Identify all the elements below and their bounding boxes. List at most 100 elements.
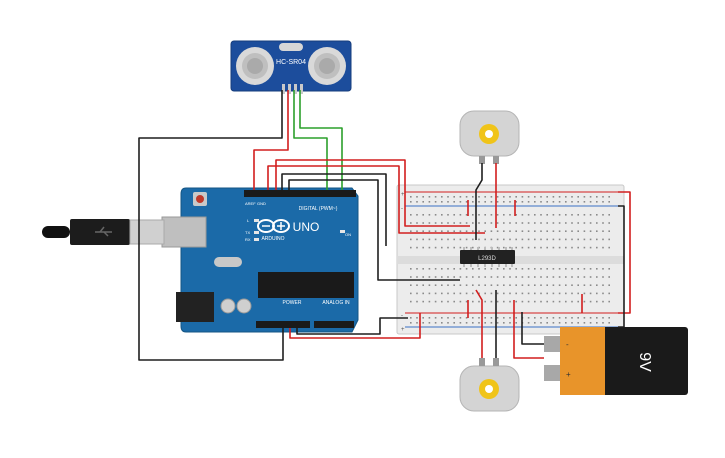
breadboard-hole [534, 222, 536, 224]
breadboard-hole [478, 268, 480, 270]
breadboard-hole [509, 300, 511, 303]
breadboard-hole [577, 238, 579, 241]
breadboard-hole [558, 222, 561, 224]
breadboard-hole [546, 196, 548, 198]
breadboard-hole [527, 276, 530, 278]
breadboard-hole [459, 222, 462, 224]
breadboard-hole [527, 284, 530, 286]
breadboard-hole [577, 230, 579, 232]
wire-trig-green[interactable] [293, 90, 328, 190]
breadboard-hole [602, 230, 604, 232]
breadboard-hole [496, 292, 499, 295]
breadboard-hole [465, 276, 468, 278]
breadboard-hole [410, 268, 412, 270]
breadboard-hole [552, 238, 555, 241]
power-header[interactable] [256, 321, 310, 328]
breadboard-plus-label: + [401, 192, 405, 198]
breadboard-hole [410, 238, 412, 241]
dc-motor-bottom[interactable] [459, 358, 520, 412]
breadboard-hole [571, 214, 573, 216]
usb-cable[interactable] [42, 219, 165, 245]
wire-d-black-2[interactable] [288, 179, 460, 281]
breadboard-hole [416, 201, 418, 203]
wire-battery-red[interactable] [513, 300, 544, 359]
breadboard-hole [465, 238, 468, 241]
breadboard-hole [490, 201, 493, 203]
wire-5v-red[interactable] [289, 313, 421, 339]
breadboard-hole [453, 317, 455, 319]
breadboard-hole [459, 322, 462, 324]
capacitor [220, 298, 236, 314]
breadboard-hole [428, 238, 431, 241]
breadboard-hole [453, 292, 455, 295]
wire-d-black-1[interactable] [281, 173, 387, 246]
wire-vcc-red[interactable] [253, 90, 289, 190]
breadboard-hole [484, 238, 486, 241]
breadboard-hole [496, 268, 499, 270]
wire-rail-black-right[interactable] [618, 205, 625, 328]
breadboard-hole [534, 230, 536, 232]
wire-motor-top-black[interactable] [475, 163, 483, 240]
breadboard-hole [571, 292, 573, 295]
breadboard-hole [608, 238, 610, 241]
breadboard-hole [540, 222, 542, 224]
breadboard-hole [490, 292, 493, 295]
wire-gnd-black[interactable] [138, 90, 284, 361]
breadboard-hole [596, 230, 598, 232]
breadboard-hole [422, 230, 424, 232]
breadboard-hole [565, 300, 567, 303]
dc-motor-top[interactable] [459, 110, 520, 164]
breadboard-hole [441, 238, 443, 241]
breadboard-hole [527, 246, 530, 249]
breadboard-hole [602, 268, 604, 270]
wire-d-red-2[interactable] [275, 159, 470, 227]
breadboard-hole [515, 322, 517, 324]
wire-echo-green[interactable] [299, 90, 343, 190]
breadboard-hole [509, 238, 511, 241]
breadboard-hole [459, 300, 462, 303]
wire-battery-black[interactable] [521, 312, 544, 345]
breadboard-hole [434, 238, 437, 241]
breadboard-hole [484, 222, 486, 224]
battery-9v[interactable]: - + 9V [544, 327, 688, 395]
breadboard-hole [434, 284, 437, 286]
breadboard-hole [571, 201, 573, 203]
analog-header[interactable] [314, 321, 354, 328]
breadboard-hole [571, 246, 573, 249]
wire-gnd-black-2[interactable] [296, 317, 408, 335]
breadboard-hole [447, 284, 449, 286]
digital-header[interactable] [244, 190, 356, 197]
breadboard-hole [521, 276, 524, 278]
breadboard-hole [589, 300, 592, 303]
breadboard-hole [527, 292, 530, 295]
breadboard-hole [509, 222, 511, 224]
breadboard-hole [422, 276, 424, 278]
analog-label: ANALOG IN [322, 300, 350, 306]
breadboard-hole [589, 322, 592, 324]
breadboard-hole [434, 276, 437, 278]
breadboard-hole [416, 238, 418, 241]
breadboard-hole [527, 317, 530, 319]
breadboard-hole [546, 201, 548, 203]
breadboard-hole [465, 230, 468, 232]
breadboard-hole [534, 322, 536, 324]
wire-motor-bottom-red[interactable] [475, 289, 483, 358]
wires[interactable] [138, 90, 631, 361]
breadboard-hole [459, 292, 462, 295]
breadboard-hole [546, 322, 548, 324]
l293d-chip[interactable]: L293D [460, 247, 515, 267]
breadboard-hole [503, 246, 505, 249]
breadboard-hole [527, 230, 530, 232]
breadboard-hole [490, 322, 493, 324]
breadboard-hole [447, 292, 449, 295]
breadboard-hole [410, 317, 412, 319]
led-rx-label: RX [245, 237, 251, 242]
arduino-uno-board[interactable]: DIGITAL (PWM~) AREF GND UNO ARDUINO ON L… [161, 187, 359, 333]
breadboard-hole [558, 292, 561, 295]
breadboard-hole [496, 246, 499, 249]
ultrasonic-sensor[interactable]: HC-SR04 [230, 40, 352, 94]
breadboard-hole [546, 292, 548, 295]
wire-d-red-1[interactable] [267, 165, 485, 234]
breadboard-hole [447, 201, 449, 203]
